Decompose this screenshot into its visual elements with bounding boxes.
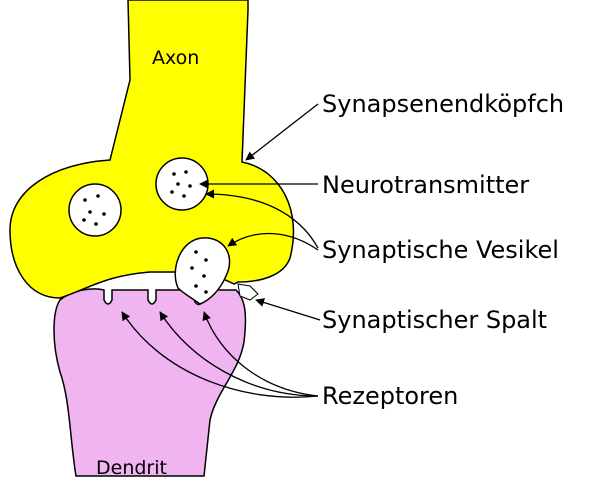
label-synaptische-vesikel: Synaptische Vesikel — [322, 236, 559, 264]
dendrite-shape — [54, 289, 245, 476]
label-rezeptoren: Rezeptoren — [322, 382, 458, 410]
label-synapsenendkoepfchen: Synapsenendköpfch — [322, 90, 564, 118]
label-neurotransmitter: Neurotransmitter — [322, 171, 529, 199]
axon-terminal-shape — [10, 0, 293, 298]
label-axon: Axon — [152, 47, 199, 69]
label-dendrit: Dendrit — [96, 457, 167, 479]
vesicle-left — [69, 184, 121, 236]
arrow-spalt — [256, 300, 320, 320]
arrow-synapsenendkoepfchen — [246, 104, 318, 160]
label-synaptischer-spalt: Synaptischer Spalt — [322, 306, 547, 334]
